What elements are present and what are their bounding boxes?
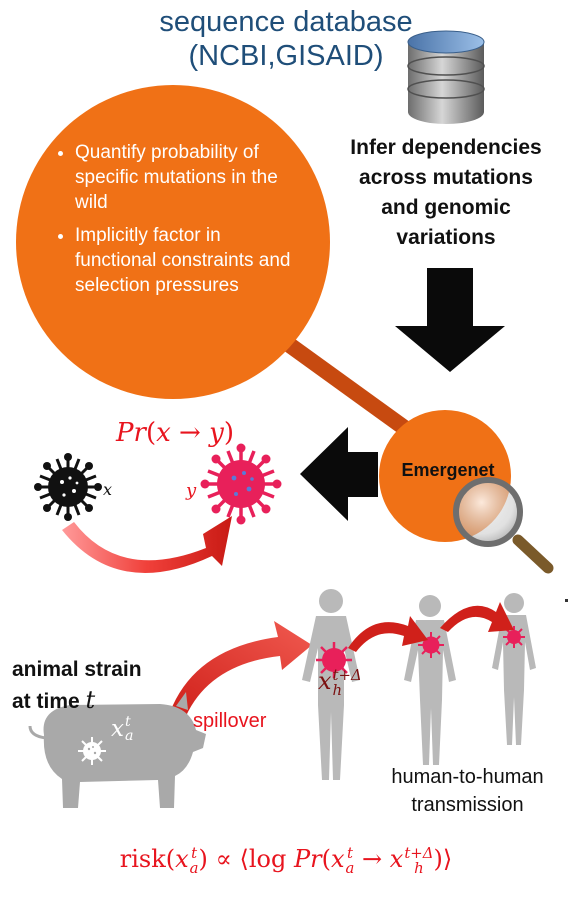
human-transmission-line-1: human-to-human <box>391 766 544 788</box>
magnifier-icon <box>453 477 554 574</box>
bullet-item: Implicitly factor in functional constrai… <box>75 223 300 298</box>
risk-x2: x <box>330 845 345 873</box>
human-transmission-line-2: transmission <box>411 794 524 816</box>
human-silhouette-icon <box>302 589 536 780</box>
risk-log: log <box>248 845 287 873</box>
risk-x: x <box>175 845 189 873</box>
arrow-left-icon <box>300 427 378 521</box>
virus-black-icon <box>34 453 102 521</box>
xh-base: x <box>318 667 332 695</box>
pr-func: Pr <box>116 418 146 448</box>
risk-prop: ∝ <box>215 845 232 873</box>
spillover-label: spillover <box>193 710 267 732</box>
bullet-list: Quantify probability of specific mutatio… <box>55 140 300 306</box>
pr-from: x <box>156 418 171 448</box>
risk-langle: ⟨ <box>239 845 249 873</box>
y-label: y <box>186 480 197 501</box>
risk-x-sub: a <box>189 858 199 877</box>
risk-rangle: ⟩ <box>442 845 453 873</box>
animal-label-var: t <box>85 686 96 714</box>
risk-x-sup: t <box>191 844 198 863</box>
emergenet-label: Emergenet <box>401 460 495 480</box>
probability-formula: Pr(x → y) <box>116 418 234 448</box>
infer-line-4: variations <box>396 226 496 249</box>
animal-strain-label: animal strain at time t <box>12 655 142 717</box>
risk-xh-sup: t+Δ <box>404 844 434 863</box>
transmission-arrow-2 <box>440 602 514 632</box>
infer-line-2: across mutations <box>359 166 533 189</box>
virus-human-3-icon <box>503 626 525 648</box>
infer-line-3: and genomic <box>381 196 511 219</box>
arrow-down-icon <box>395 268 505 372</box>
x-label: x <box>103 480 113 499</box>
risk-word: risk <box>119 845 166 873</box>
risk-x2-sup: t <box>346 844 353 863</box>
risk-arrow: → <box>362 845 383 873</box>
animal-label-line-2: at time t <box>12 685 142 717</box>
title-line-1: sequence database <box>159 6 413 38</box>
animal-label-line-1: animal strain <box>12 658 142 681</box>
risk-xh: x <box>389 845 404 873</box>
risk-pr: Pr <box>293 845 322 873</box>
virus-human-1-icon <box>316 642 352 678</box>
xh-sup: t+Δ <box>332 666 362 685</box>
pig-icon <box>28 692 206 808</box>
virus-red-icon <box>200 443 282 525</box>
info-circle <box>16 85 330 399</box>
virus-human-2-icon <box>418 632 444 658</box>
bullet-item: Quantify probability of specific mutatio… <box>75 140 300 215</box>
infer-dependencies-text: Infer dependencies across mutations and … <box>330 133 562 253</box>
virus-white-icon <box>78 737 106 765</box>
xa-sub: a <box>124 728 134 744</box>
risk-x2-sub: a <box>345 858 355 877</box>
transmission-arrow-1 <box>348 616 428 652</box>
stray-mark <box>565 599 568 602</box>
spillover-arrow <box>170 621 312 716</box>
animal-label-at-time: at time <box>12 690 80 713</box>
curved-arrow-x-to-y <box>62 516 232 573</box>
pr-arrow: → <box>179 418 201 448</box>
database-icon <box>407 30 485 124</box>
infer-line-1: Infer dependencies <box>350 136 542 159</box>
xa-base: x <box>111 716 124 742</box>
xh-sub: h <box>332 680 343 699</box>
title-line-2: (NCBI,GISAID) <box>188 40 384 72</box>
xa-sup: t <box>124 714 131 731</box>
human-transmission-label: human-to-human transmission <box>365 763 570 819</box>
pr-to: y <box>209 418 224 448</box>
risk-xh-sub: h <box>414 858 424 877</box>
